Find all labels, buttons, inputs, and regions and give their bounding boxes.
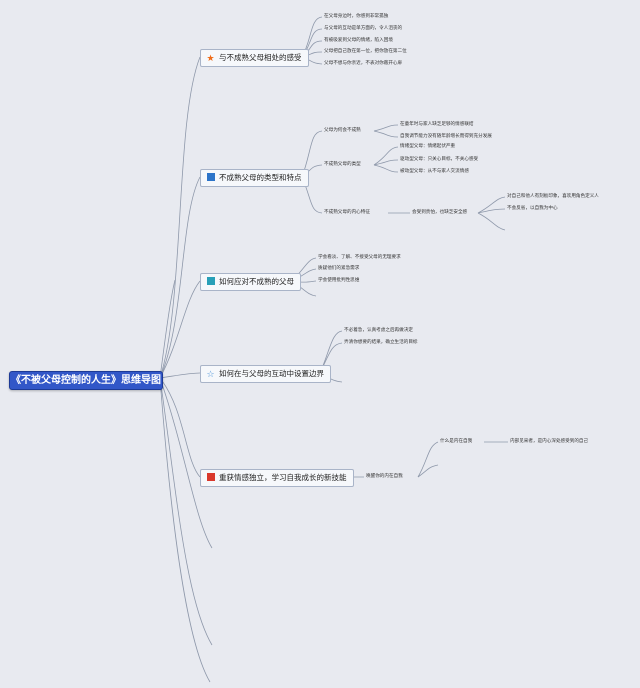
leaf-item[interactable]: 学会使用批判性思维 xyxy=(318,278,360,283)
connector-b5-subchild xyxy=(417,441,439,478)
connector-b5-decor xyxy=(417,464,439,478)
sub-topic[interactable]: 不成熟父母的类型 xyxy=(324,162,361,167)
connector-root-to-branch-3 xyxy=(159,280,201,379)
connector-root-to-branch-5 xyxy=(159,377,201,478)
branch-feelings[interactable]: ★ 与不成熟父母相处的感受 xyxy=(200,49,309,67)
flag-icon xyxy=(206,173,215,181)
branch-label: 不成熟父母的类型和特点 xyxy=(219,173,302,182)
leaf-item[interactable]: 情绪型父母：情绪起伏严重 xyxy=(400,144,456,149)
root-topic[interactable]: 《不被父母控制的人生》思维导图 xyxy=(9,371,163,390)
leaf-item[interactable]: 内部见采者，是内心深处感受到的自己 xyxy=(510,439,589,444)
branch-types[interactable]: 不成熟父母的类型和特点 xyxy=(200,169,309,187)
connector-root-to-branch-1 xyxy=(159,56,201,379)
sub-topic[interactable]: 父母为何会不成熟 xyxy=(324,128,361,133)
branch-independence[interactable]: 重获情感独立，学习自我成长的新技能 xyxy=(200,469,354,487)
sub-topic[interactable]: 不成熟父母的内心特征 xyxy=(324,210,370,215)
connector-b2-sub2-leaf-1 xyxy=(373,146,399,166)
leaf-item[interactable]: 会受到责怕，也缺乏安全感 xyxy=(412,210,468,215)
star-outline-icon: ☆ xyxy=(206,370,215,380)
leaf-item[interactable]: 父母把自己放在第一位，把你放在第二位 xyxy=(324,49,407,54)
sub-topic[interactable]: 什么是内在自我 xyxy=(440,439,473,444)
connector-decor-lower-1 xyxy=(159,377,213,549)
branch-label: 如何应对不成熟的父母 xyxy=(219,277,294,286)
leaf-item[interactable]: 被动型父母：从不与家人交流情感 xyxy=(400,169,469,174)
connector-decor-lower-3 xyxy=(159,377,211,683)
leaf-item[interactable]: 在童年时与家人缺乏足够的情感联结 xyxy=(400,122,474,127)
leaf-item[interactable]: 与父母的互动是单方面的，令人沮丧的 xyxy=(324,26,403,31)
flag-icon xyxy=(206,277,215,285)
connector-b2-sub3-leaf-1 xyxy=(477,196,506,214)
branch-label: 与不成熟父母相处的感受 xyxy=(219,53,302,62)
flag-icon xyxy=(206,473,215,481)
leaf-item[interactable]: 对自己和他人有刻板印象，喜欢用角色定义人 xyxy=(507,194,599,199)
branch-coping[interactable]: 如何应对不成熟的父母 xyxy=(200,273,301,291)
leaf-item[interactable]: 驱动型父母：只关心目标，不关心感受 xyxy=(400,157,479,162)
leaf-item[interactable]: 质疑他们的紧急需求 xyxy=(318,266,360,271)
connector-b2-sub3-leaf-2 xyxy=(477,208,506,214)
connector-b2-sub1-leaf-1 xyxy=(373,124,399,132)
connector-decor-lower-2 xyxy=(159,377,213,646)
connector-b2-sub3-decor xyxy=(477,212,506,231)
leaf-item[interactable]: 在父母身边时，你感到非常孤独 xyxy=(324,14,389,19)
branch-label: 重获情感独立，学习自我成长的新技能 xyxy=(219,473,347,482)
sub-topic[interactable]: 唤醒你的内在自我 xyxy=(366,474,403,479)
connector-root-to-branch-2 xyxy=(159,176,201,379)
connector-b2-sub2-leaf-3 xyxy=(373,164,399,173)
branch-label: 如何在与父母的互动中设置边界 xyxy=(219,369,324,378)
connector-root-to-branch-4 xyxy=(159,372,201,379)
leaf-item[interactable]: 弄清你想要的结果，确立生活的目标 xyxy=(344,340,418,345)
leaf-item[interactable]: 有被吸爱到父母的情绪，陷入困境 xyxy=(324,38,393,43)
connector-b2-sub1-leaf-2 xyxy=(373,130,399,138)
leaf-item[interactable]: 自我调节能力没有随年龄增长而得到充分发展 xyxy=(400,134,492,139)
leaf-item[interactable]: 父母不想与你亲近，不表对你敞开心扉 xyxy=(324,61,403,66)
leaf-item[interactable]: 不会反省，以自我为中心 xyxy=(507,206,558,211)
branch-boundaries[interactable]: ☆ 如何在与父母的互动中设置边界 xyxy=(200,365,331,383)
star-icon: ★ xyxy=(206,54,215,64)
connector-b2-sub2-leaf-2 xyxy=(373,159,399,166)
connector-decor-upper xyxy=(159,279,176,379)
leaf-item[interactable]: 学会看淡、了解、不接受父母的无理要求 xyxy=(318,255,401,260)
leaf-item[interactable]: 不必着急，认真考虑之后再做决定 xyxy=(344,328,413,333)
